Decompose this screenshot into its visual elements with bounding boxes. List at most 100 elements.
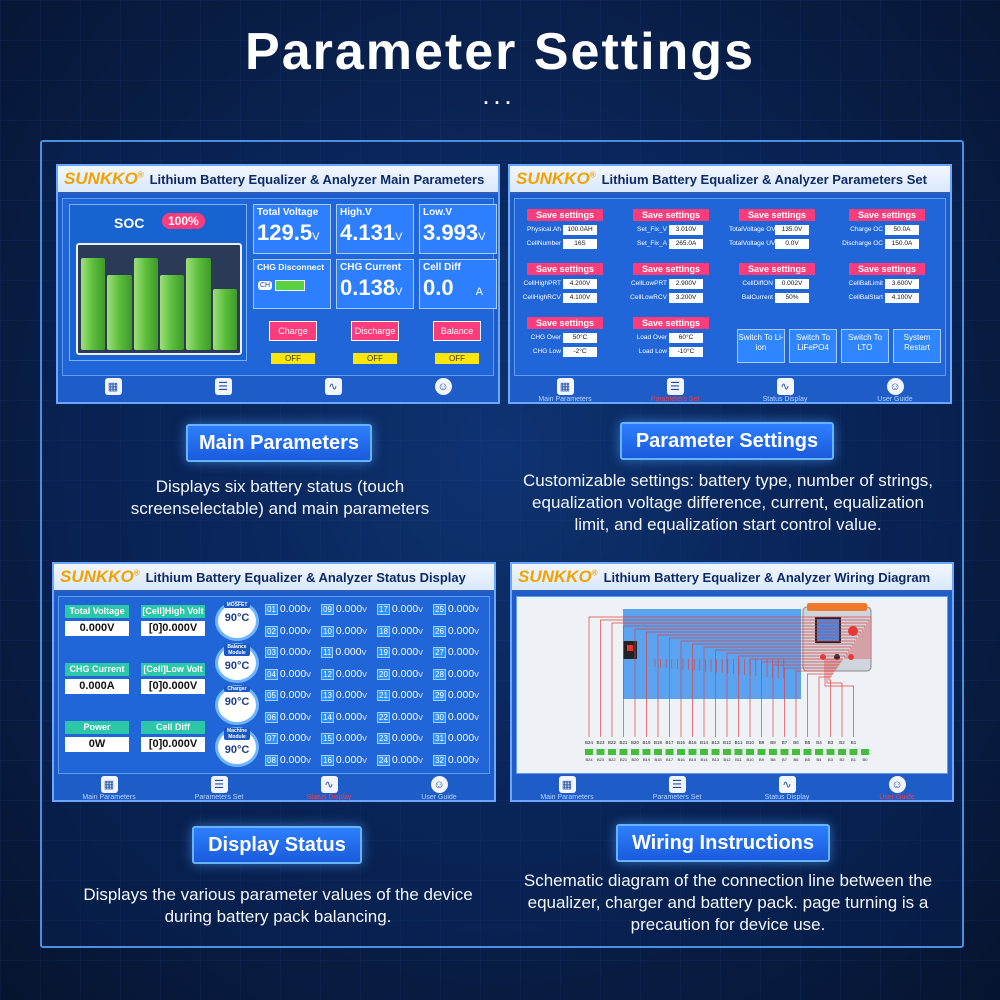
balance-wire xyxy=(744,659,840,737)
param-value-field[interactable]: 0.002V xyxy=(775,279,809,289)
battery-terminal-label: B3 xyxy=(828,757,834,762)
switch-button[interactable]: System Restart xyxy=(893,329,941,363)
terminal-label: B3 xyxy=(828,740,834,745)
nav-status-display[interactable]: ∿Status Display xyxy=(757,378,813,403)
panel-header: SUNKKO® Lithium Battery Equalizer & Anal… xyxy=(58,166,498,194)
soc-display[interactable]: SOC 100% xyxy=(69,204,247,361)
param-value-field[interactable]: 3.010V xyxy=(669,225,703,235)
save-settings-button[interactable]: Save settings xyxy=(739,209,815,221)
save-settings-button[interactable]: Save settings xyxy=(849,209,925,221)
param-value-field[interactable]: 50% xyxy=(775,293,809,303)
nav-parameters-set[interactable]: ☰Parameters Set xyxy=(649,776,705,801)
switch-button[interactable]: Switch To Li-ion xyxy=(737,329,785,363)
terminal-label: B21 xyxy=(619,740,628,745)
nav-status-display[interactable]: ∿Status Display xyxy=(759,776,815,801)
user-guide-icon: ☺ xyxy=(886,378,904,395)
status-label: [Cell]High Volt xyxy=(141,605,205,618)
battery-terminal xyxy=(631,749,639,755)
nav-user-guide[interactable]: ☺ xyxy=(415,378,471,396)
terminal-label: B4 xyxy=(816,740,822,745)
param-value-field[interactable]: -10°C xyxy=(669,347,703,357)
main-parameters-label: Main Parameters xyxy=(186,424,372,462)
save-settings-button[interactable]: Save settings xyxy=(527,209,603,221)
param-value-field[interactable]: 135.0V xyxy=(775,225,809,235)
param-value-field[interactable]: 100.0AH xyxy=(563,225,597,235)
param-value-field[interactable]: 0.0V xyxy=(775,239,809,249)
display-status-label: Display Status xyxy=(192,826,362,864)
nav-main-parameters[interactable]: ▦Main Parameters xyxy=(81,776,137,801)
balance-wires xyxy=(588,616,872,737)
param-value-field[interactable]: 4.100V xyxy=(885,293,919,303)
param-value-field[interactable]: 16S xyxy=(563,239,597,249)
param-value-field[interactable]: 265.0A xyxy=(669,239,703,249)
nav-parameters-set[interactable]: ☰Parameters Set xyxy=(647,378,703,403)
terminal-label: B9 xyxy=(759,740,765,745)
discharge-button[interactable]: Discharge xyxy=(351,321,399,341)
battery-terminal xyxy=(826,749,835,755)
tile-chg-disconnect[interactable]: CHG Disconnect CH xyxy=(253,259,331,309)
save-settings-button[interactable]: Save settings xyxy=(527,263,603,275)
param-value-field[interactable]: 50°C xyxy=(563,333,597,343)
balance-wire xyxy=(777,659,843,737)
nav-main-parameters[interactable]: ▦ xyxy=(85,378,141,396)
page-title: Parameter Settings xyxy=(245,23,755,81)
param-value-field[interactable]: -2°C xyxy=(563,347,597,357)
save-settings-button[interactable]: Save settings xyxy=(739,263,815,275)
plug-icon: CH xyxy=(258,281,273,290)
nav-parameters-set[interactable]: ☰Parameters Set xyxy=(191,776,247,801)
balance-wire xyxy=(772,659,831,737)
save-settings-button[interactable]: Save settings xyxy=(527,317,603,329)
nav-main-parameters[interactable]: ▦Main Parameters xyxy=(537,378,593,403)
nav-user-guide[interactable]: ☺User Guide xyxy=(411,776,467,801)
parameters-set-panel: SUNKKO® Lithium Battery Equalizer & Anal… xyxy=(508,164,952,404)
terminal-label: B17 xyxy=(665,740,674,745)
save-settings-button[interactable]: Save settings xyxy=(849,263,925,275)
param-value-field[interactable]: 150.0A xyxy=(885,239,919,249)
soc-value-badge: 100% xyxy=(162,213,205,229)
param-value-field[interactable]: 3.600V xyxy=(885,279,919,289)
balance-wire xyxy=(692,643,854,737)
param-value-field[interactable]: 50.0A xyxy=(885,225,919,235)
save-settings-button[interactable]: Save settings xyxy=(633,209,709,221)
param-value-field[interactable]: 60°C xyxy=(669,333,703,343)
param-value-field[interactable]: 3.200V xyxy=(669,293,703,303)
param-value-field[interactable]: 4.200V xyxy=(563,279,597,289)
nav-main-parameters[interactable]: ▦Main Parameters xyxy=(539,776,595,801)
sunkko-logo: SUNKKO® xyxy=(64,169,144,188)
param-label: CellLowPRT xyxy=(630,280,667,287)
param-value-field[interactable]: 4.100V xyxy=(563,293,597,303)
nav-parameters-set[interactable]: ☰ xyxy=(195,378,251,396)
nav-user-guide[interactable]: ☺User Guide xyxy=(867,378,923,403)
battery-level-icon xyxy=(275,280,306,291)
param-value-field[interactable]: 2.900V xyxy=(669,279,703,289)
save-settings-button[interactable]: Save settings xyxy=(633,263,709,275)
save-settings-button[interactable]: Save settings xyxy=(633,317,709,329)
switch-button[interactable]: Switch To LTO xyxy=(841,329,889,363)
switch-button[interactable]: Switch To LiFePO4 xyxy=(789,329,837,363)
nav-status-display[interactable]: ∿ xyxy=(305,378,361,396)
charge-button[interactable]: Charge xyxy=(269,321,317,341)
battery-graphic xyxy=(76,243,242,355)
sunkko-logo: SUNKKO® xyxy=(60,567,140,586)
nav-status-display[interactable]: ∿Status Display xyxy=(301,776,357,801)
balance-button[interactable]: Balance xyxy=(433,321,481,341)
sliders-icon: ☰ xyxy=(668,776,686,793)
sliders-icon: ☰ xyxy=(666,378,684,395)
nav-user-guide[interactable]: ☺User Guide xyxy=(869,776,925,801)
battery-terminal-label: B8 xyxy=(771,757,777,762)
